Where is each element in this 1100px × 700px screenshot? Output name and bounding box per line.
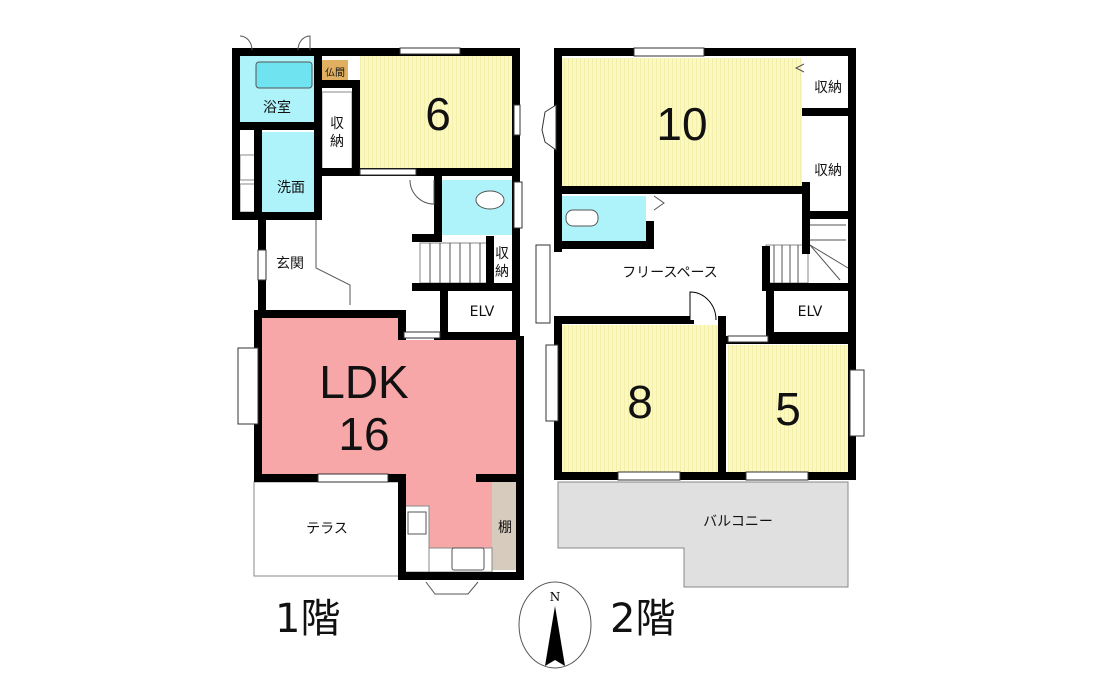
entrance-step <box>315 220 351 305</box>
window <box>399 47 461 55</box>
room-5-label: 5 <box>775 383 801 435</box>
window <box>545 344 559 422</box>
window <box>633 47 705 57</box>
floor-1: 浴室 仏間 6 収 納 洗面 玄関 収 納 ELV LDK 16 テラス 棚 1… <box>232 35 524 642</box>
shelf-label: 棚 <box>498 520 512 536</box>
room-10-label: 10 <box>656 98 707 150</box>
elevator-label: ELV <box>798 304 823 320</box>
storage-1-label: 収 <box>330 116 344 132</box>
elevator-label: ELV <box>470 304 495 320</box>
storage-2f <box>806 58 848 188</box>
window <box>237 347 259 425</box>
window <box>849 369 865 437</box>
toilet-icon <box>565 209 599 227</box>
storage-1-label: 納 <box>330 134 344 150</box>
window <box>513 104 521 136</box>
window <box>617 471 681 481</box>
window <box>359 168 417 176</box>
walls-floor-1 <box>232 48 524 580</box>
north-label: N <box>550 590 561 604</box>
room-6 <box>360 56 516 170</box>
shelf <box>492 482 516 570</box>
room-10 <box>562 58 802 186</box>
ldk-label: LDK <box>319 356 409 408</box>
window <box>317 473 389 483</box>
stairs-1 <box>419 242 489 284</box>
room-8-label: 8 <box>627 376 653 428</box>
stove-icon <box>407 511 427 535</box>
balcony <box>557 481 849 588</box>
ldk-size: 16 <box>338 408 389 460</box>
door-swing[interactable] <box>689 291 717 321</box>
stairs-2 <box>765 224 849 284</box>
washroom-label: 洗面 <box>277 180 305 196</box>
window <box>403 331 441 339</box>
door-swing[interactable] <box>239 35 311 51</box>
bathtub-icon <box>255 61 313 89</box>
storage-2-label: 収 <box>495 246 509 262</box>
north-arrow-icon <box>545 606 565 666</box>
bath-label: 浴室 <box>263 99 291 116</box>
free-space-label: フリースペース <box>622 265 718 281</box>
washroom <box>258 132 316 212</box>
room-6-label: 6 <box>425 88 451 140</box>
floor-1-label: 1階 <box>275 596 340 642</box>
bay-window <box>541 104 557 151</box>
toilet-1 <box>442 180 518 235</box>
ldk-room <box>262 318 516 548</box>
window <box>535 244 551 324</box>
window <box>513 181 523 229</box>
window <box>745 471 809 481</box>
floor-2: 10 収納 収納 フリースペース ELV 8 5 バルコニー 2階 <box>535 47 865 642</box>
floor-2-label: 2階 <box>610 596 675 642</box>
altar-room <box>322 60 348 82</box>
toilet-icon <box>475 190 505 210</box>
door-swing[interactable] <box>409 179 435 205</box>
entrance-label: 玄関 <box>276 255 304 272</box>
room-8 <box>560 325 718 472</box>
balcony-label: バルコニー <box>703 514 773 530</box>
window <box>727 335 769 343</box>
compass: N <box>518 581 592 669</box>
altar-label: 仏間 <box>325 67 345 79</box>
bay-window <box>425 581 479 595</box>
terrace-label: テラス <box>306 521 348 537</box>
walls-floor-2 <box>554 48 856 480</box>
storage-b-label: 収納 <box>814 163 842 179</box>
storage-2-label: 納 <box>495 264 509 280</box>
room-5 <box>728 345 848 472</box>
kitchen-sink-icon <box>451 547 485 571</box>
storage-a-label: 収納 <box>814 80 842 96</box>
window <box>257 249 267 281</box>
